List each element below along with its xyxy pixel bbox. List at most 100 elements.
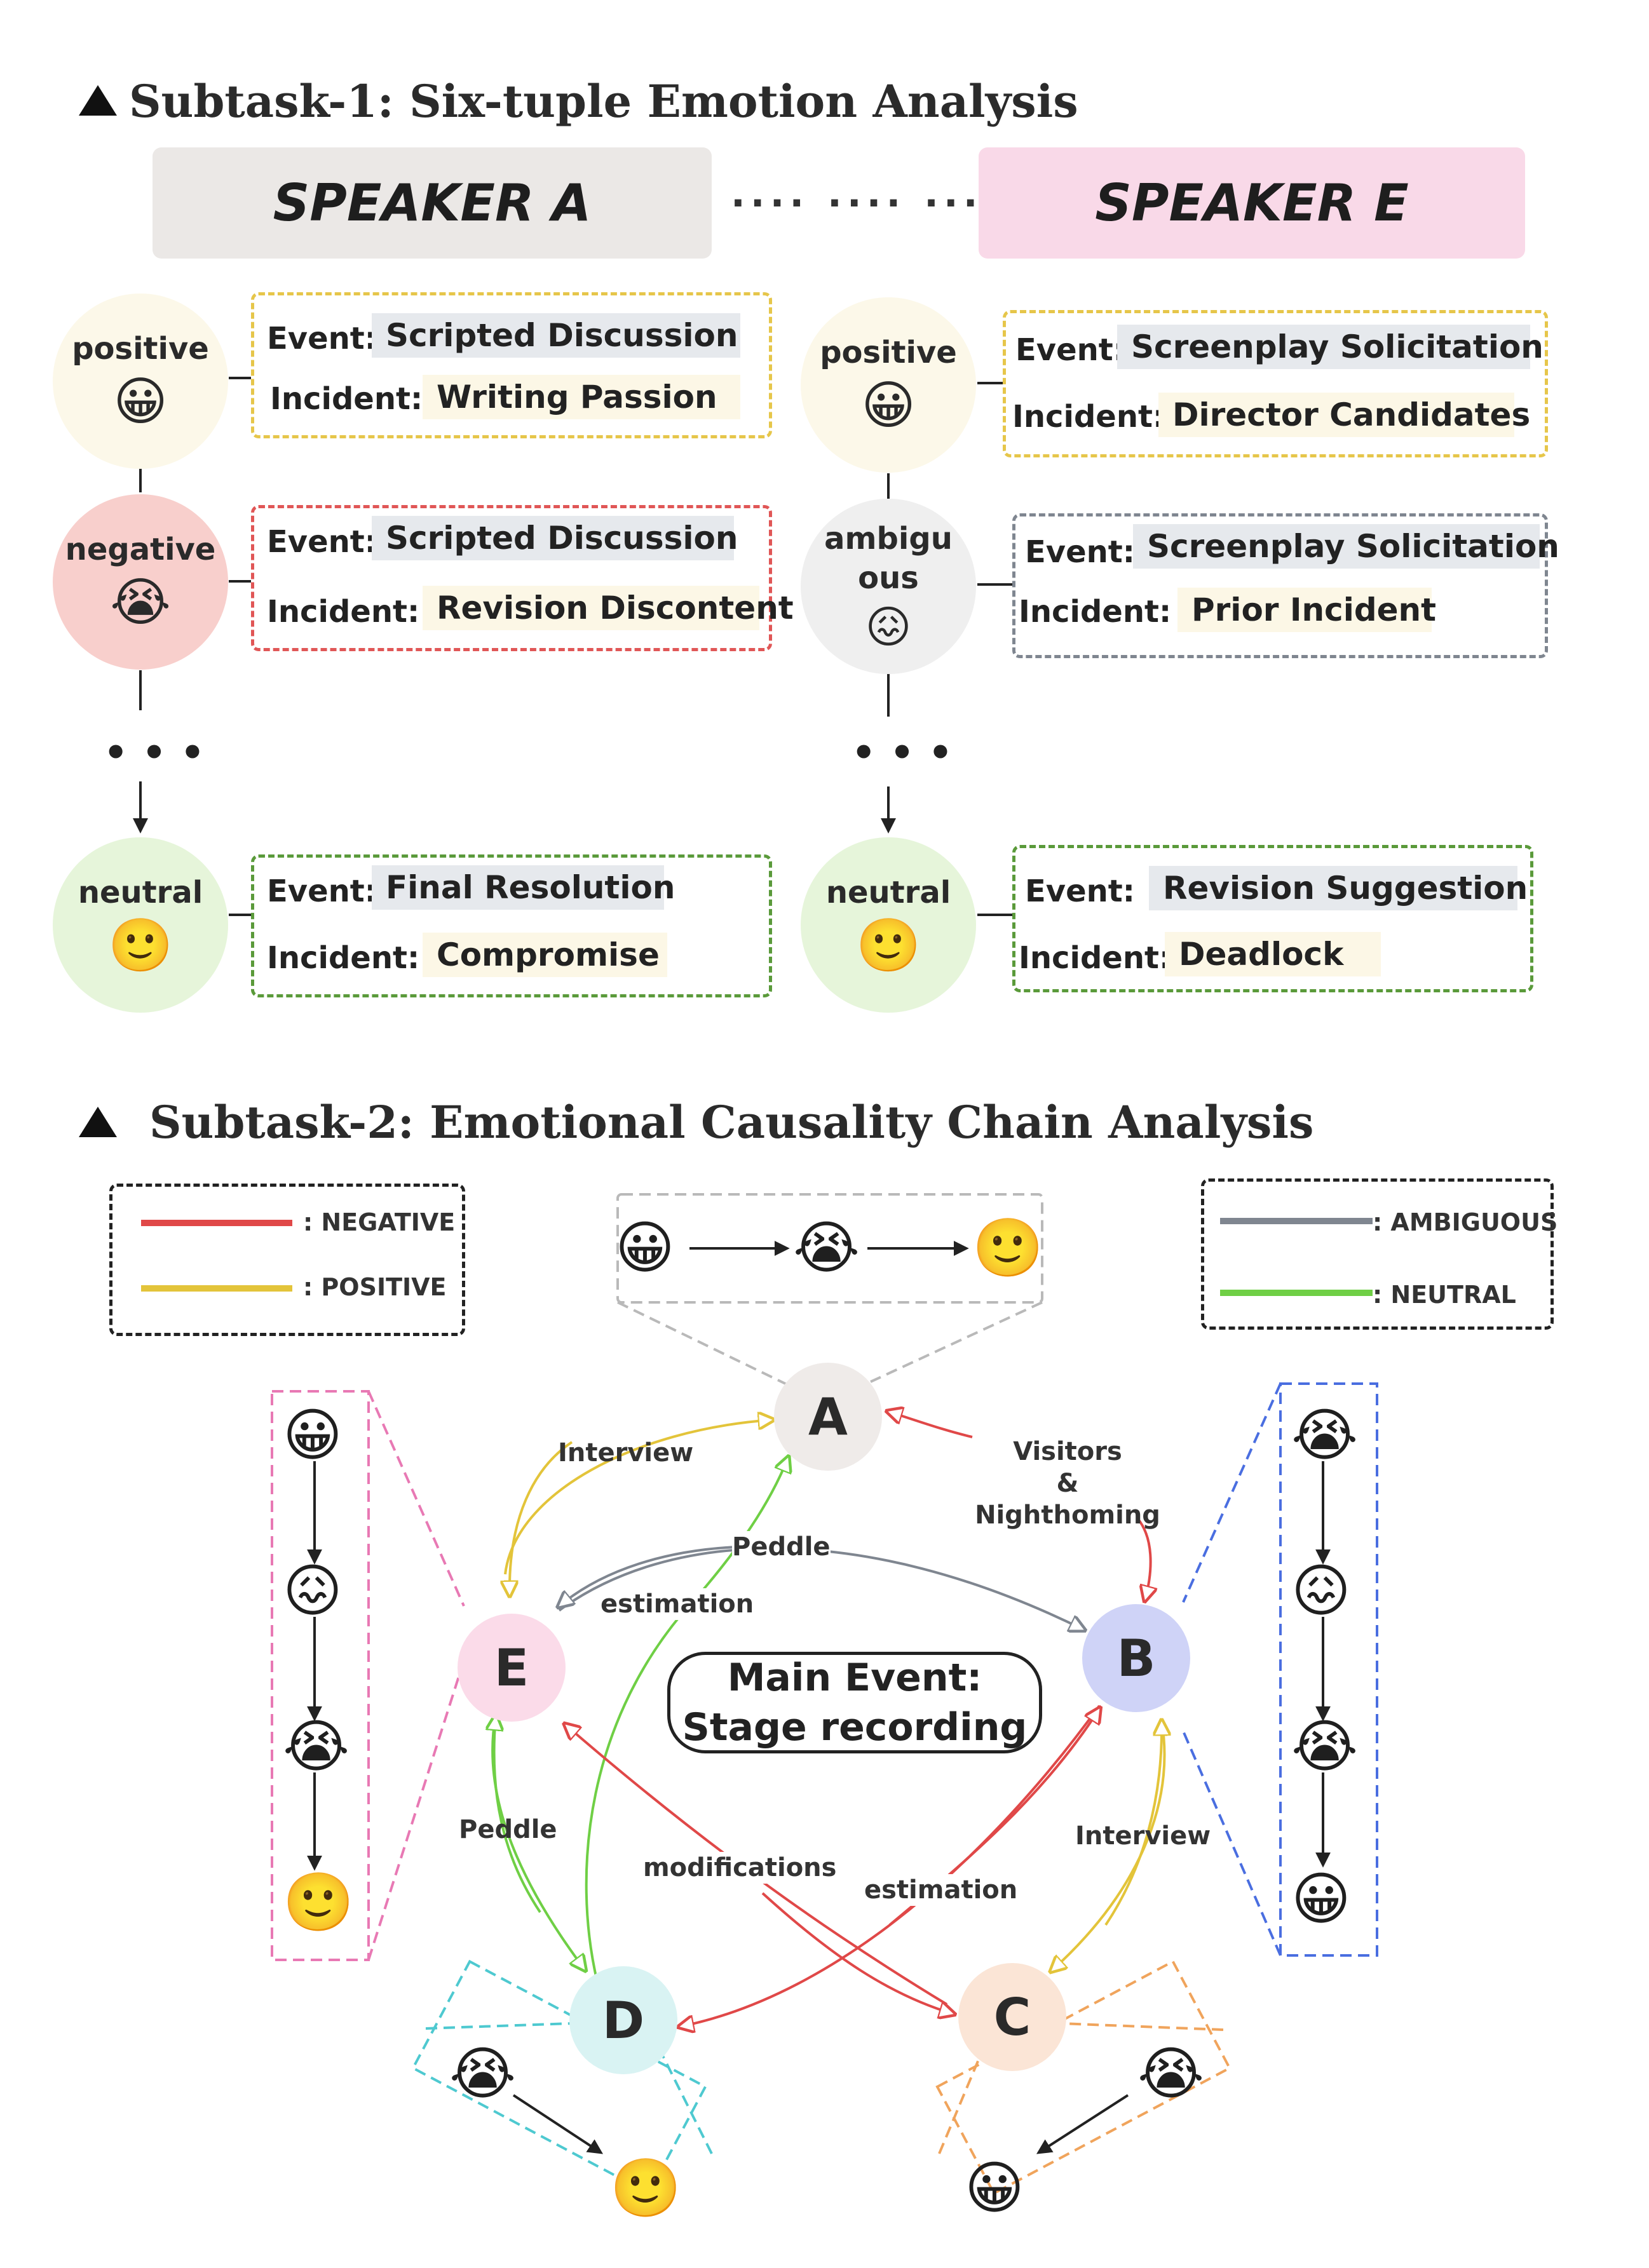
emotion-node-neutral-e: neutral 🙂 <box>801 837 976 1013</box>
chain-b-crying-face-icon-2: 😭 <box>1291 1713 1359 1780</box>
event-label: Event: <box>1025 534 1135 570</box>
emotion-label: negative <box>65 531 216 567</box>
chain-b-confounded-face-icon: 😖 <box>1291 1558 1351 1624</box>
edge-label-peddle-eb: Peddle <box>732 1531 831 1563</box>
speaker-a-header: SPEAKER A <box>153 147 712 259</box>
emotion-node-positive-a: positive 😀 <box>53 294 228 469</box>
incident-value: Prior Incident <box>1177 588 1436 632</box>
section-marker-icon <box>79 85 117 116</box>
emotion-label-line2: ous <box>858 560 919 596</box>
slight-smile-icon: 🙂 <box>107 915 173 976</box>
emotion-label: positive <box>72 330 209 367</box>
edge-label-visitors-line1: Visitors <box>1013 1437 1122 1466</box>
speaker-separator-dots: .... .... .... <box>731 172 1003 216</box>
emotion-node-negative-a: negative 😭 <box>53 494 228 670</box>
subtask1-title: Subtask-1: Six-tuple Emotion Analysis <box>129 75 1078 128</box>
event-label: Event: <box>267 874 377 909</box>
chain-c-crying-face-icon: 😭 <box>1137 2041 1205 2107</box>
graph-node-c: C <box>958 1963 1066 2071</box>
event-value: Scripted Discussion <box>372 516 738 560</box>
main-event-line1: Main Event: <box>727 1656 982 1700</box>
six-tuple-box-e2: Event: Screenplay Solicitation Incident:… <box>1012 513 1559 658</box>
emotion-node-neutral-a: neutral 🙂 <box>53 837 228 1013</box>
event-value: Revision Suggestion <box>1149 866 1528 910</box>
chain-a-slight-smile-icon: 🙂 <box>972 1215 1044 1281</box>
legend-swatch-ambiguous <box>1220 1218 1373 1224</box>
chain-a-grinning-face-icon: 😀 <box>615 1215 675 1281</box>
edge-label-interview-bc: Interview <box>1075 1821 1211 1851</box>
edge-label-visitors-line2: & <box>1056 1469 1079 1498</box>
edge-label-estimation-db: estimation <box>864 1874 1018 1906</box>
chain-a-crying-face-icon: 😭 <box>793 1215 860 1281</box>
continuation-dots-a: ••• <box>104 731 219 775</box>
incident-label: Incident: <box>267 594 420 630</box>
subtask2-title: Subtask-2: Emotional Causality Chain Ana… <box>149 1096 1314 1149</box>
six-tuple-box-e1: Event: Screenplay Solicitation Incident:… <box>1003 310 1548 457</box>
chain-d-slight-smile-icon: 🙂 <box>610 2155 682 2222</box>
continuation-dots-e: ••• <box>852 731 967 775</box>
incident-value: Writing Passion <box>423 375 740 419</box>
emotion-node-ambiguous-e: ambigu ous 😖 <box>801 499 976 674</box>
incident-label: Incident: <box>1019 940 1172 976</box>
legend-box-right: : AMBIGUOUS : NEUTRAL <box>1201 1178 1558 1330</box>
graph-node-b: B <box>1082 1604 1190 1712</box>
event-value: Screenplay Solicitation <box>1117 325 1544 369</box>
legend-label-positive: : POSITIVE <box>303 1273 447 1301</box>
chain-b-grinning-face-icon: 😀 <box>1291 1866 1351 1933</box>
six-tuple-box-a2: Event: Scripted Discussion Incident: Rev… <box>251 505 794 651</box>
edge-label-estimation-da: estimation <box>601 1588 754 1620</box>
incident-value: Revision Discontent <box>423 586 794 630</box>
edge-label-peddle-ed: Peddle <box>459 1815 557 1844</box>
legend-swatch-positive <box>141 1285 292 1292</box>
event-label: Event: <box>1015 332 1125 368</box>
legend-box-left: : NEGATIVE : POSITIVE <box>109 1184 465 1336</box>
main-event-box: Main Event: Stage recording <box>667 1652 1042 1753</box>
legend-swatch-negative <box>141 1220 292 1226</box>
edge-label-visitors: Visitors & Nighthoming <box>972 1436 1163 1531</box>
main-event-line2: Stage recording <box>682 1705 1028 1750</box>
section-marker-icon <box>79 1107 117 1137</box>
legend-label-negative: : NEGATIVE <box>303 1208 456 1236</box>
six-tuple-box-a1: Event: Scripted Discussion Incident: Wri… <box>251 292 772 438</box>
chain-b-crying-face-icon: 😭 <box>1291 1402 1359 1469</box>
confounded-face-icon: 😖 <box>865 601 912 654</box>
legend-label-neutral: : NEUTRAL <box>1373 1281 1516 1309</box>
edge-label-interview-ea: Interview <box>558 1438 694 1468</box>
graph-node-e: E <box>458 1614 566 1722</box>
crying-face-icon: 😭 <box>110 572 171 633</box>
chain-d-crying-face-icon: 😭 <box>449 2041 517 2107</box>
grinning-face-icon: 😀 <box>113 372 168 432</box>
emotion-label-line1: ambigu <box>824 520 953 557</box>
incident-label: Incident: <box>1012 399 1165 435</box>
event-label: Event: <box>1025 874 1135 909</box>
chain-c-grinning-face-icon: 😀 <box>965 2155 1024 2222</box>
edge-label-modifications: modifications <box>643 1852 837 1884</box>
emotion-label: positive <box>820 334 957 370</box>
chain-e-crying-face-icon: 😭 <box>283 1713 350 1780</box>
emotion-label: neutral <box>825 874 951 910</box>
incident-value: Deadlock <box>1165 932 1381 976</box>
incident-label: Incident: <box>267 940 420 976</box>
incident-value: Compromise <box>423 933 667 977</box>
six-tuple-box-e3: Event: Revision Suggestion Incident: Dea… <box>1012 845 1533 992</box>
legend-label-ambiguous: : AMBIGUOUS <box>1373 1208 1558 1236</box>
legend-swatch-neutral <box>1220 1290 1373 1296</box>
incident-label: Incident: <box>1019 594 1172 630</box>
causality-graph <box>271 1193 1378 2196</box>
incident-value: Director Candidates <box>1158 393 1530 437</box>
slight-smile-icon: 🙂 <box>855 915 921 976</box>
incident-label: Incident: <box>270 381 423 417</box>
edge-label-visitors-line3: Nighthoming <box>975 1501 1160 1530</box>
event-value: Final Resolution <box>372 865 675 910</box>
emotion-node-positive-e: positive 😀 <box>801 297 976 473</box>
grinning-face-icon: 😀 <box>861 375 916 436</box>
graph-node-d: D <box>569 1966 677 2074</box>
event-value: Screenplay Solicitation <box>1133 524 1559 569</box>
event-label: Event: <box>267 524 377 560</box>
chain-e-grinning-face-icon: 😀 <box>283 1402 343 1469</box>
emotion-label: neutral <box>78 874 203 910</box>
chain-e-confounded-face-icon: 😖 <box>283 1558 343 1624</box>
six-tuple-box-a3: Event: Final Resolution Incident: Compro… <box>251 854 772 997</box>
event-label: Event: <box>267 321 377 356</box>
subtask1-connectors <box>133 377 1012 916</box>
